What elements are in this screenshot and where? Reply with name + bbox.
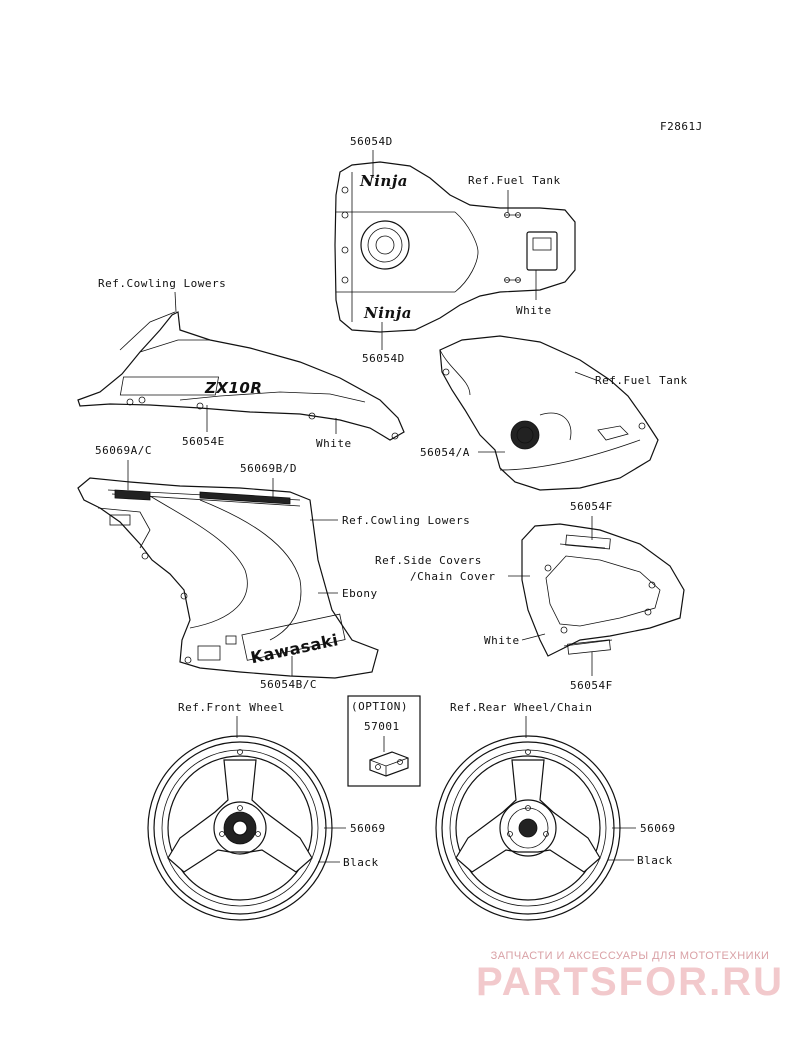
label-rear-wheel-part: 56069 — [640, 822, 676, 835]
label-white-tank: White — [516, 304, 552, 317]
watermark-tagline: ЗАПЧАСТИ И АКСЕССУАРЫ ДЛЯ МОТОТЕХНИКИ — [490, 950, 770, 962]
label-ref-cowling-lowers-1: Ref.Cowling Lowers — [98, 277, 226, 290]
label-fairing-bottom: 56054B/C — [260, 678, 317, 691]
figure-id: F2861J — [660, 120, 703, 133]
kawasaki-decal: Kawasaki — [249, 630, 340, 667]
ninja-decal-top: Ninja — [359, 172, 408, 190]
option-box: (OPTION) 57001 — [347, 695, 421, 787]
main-fairing-illustration: Kawasaki — [77, 477, 379, 679]
label-option: (OPTION) — [351, 700, 408, 713]
label-chain-cover: /Chain Cover — [410, 570, 495, 583]
label-side-tank-part: 56054/A — [420, 446, 470, 459]
label-ref-rear-wheel: Ref.Rear Wheel/Chain — [450, 701, 592, 714]
zx10r-decal: ZX10R — [204, 379, 262, 397]
label-side-cover-bottom: 56054F — [570, 679, 613, 692]
label-white-cowl: White — [316, 437, 352, 450]
front-wheel-illustration — [147, 735, 333, 921]
label-front-wheel-part: 56069 — [350, 822, 386, 835]
label-option-part: 57001 — [364, 720, 400, 733]
label-tank-bottom-part: 56054D — [362, 352, 405, 365]
label-front-black: Black — [343, 856, 379, 869]
label-ref-fuel-tank-1: Ref.Fuel Tank — [468, 174, 561, 187]
label-rear-black: Black — [637, 854, 673, 867]
label-ref-side-covers: Ref.Side Covers — [375, 554, 482, 567]
fuel-tank-top-illustration: Ninja Ninja — [334, 161, 576, 333]
label-tank-top-part: 56054D — [350, 135, 393, 148]
label-white-side: White — [484, 634, 520, 647]
option-part-illustration — [369, 751, 409, 777]
label-ref-fuel-tank-2: Ref.Fuel Tank — [595, 374, 688, 387]
label-ref-front-wheel: Ref.Front Wheel — [178, 701, 285, 714]
side-covers-illustration — [521, 523, 685, 657]
cowling-lower-illustration: ZX10R — [77, 311, 405, 441]
label-side-cover-top: 56054F — [570, 500, 613, 513]
watermark-brand: PARTSFOR.RU — [476, 960, 784, 1004]
label-fairing-top-left: 56069A/C — [95, 444, 152, 457]
label-ebony: Ebony — [342, 587, 378, 600]
label-ref-cowling-lowers-2: Ref.Cowling Lowers — [342, 514, 470, 527]
label-fairing-top-right: 56069B/D — [240, 462, 297, 475]
rear-wheel-illustration — [435, 735, 621, 921]
label-cowl-part: 56054E — [182, 435, 225, 448]
watermark: ЗАПЧАСТИ И АКСЕССУАРЫ ДЛЯ МОТОТЕХНИКИ PA… — [470, 950, 790, 1002]
ninja-decal-bottom: Ninja — [363, 304, 412, 322]
side-fuel-tank-illustration — [439, 335, 659, 491]
